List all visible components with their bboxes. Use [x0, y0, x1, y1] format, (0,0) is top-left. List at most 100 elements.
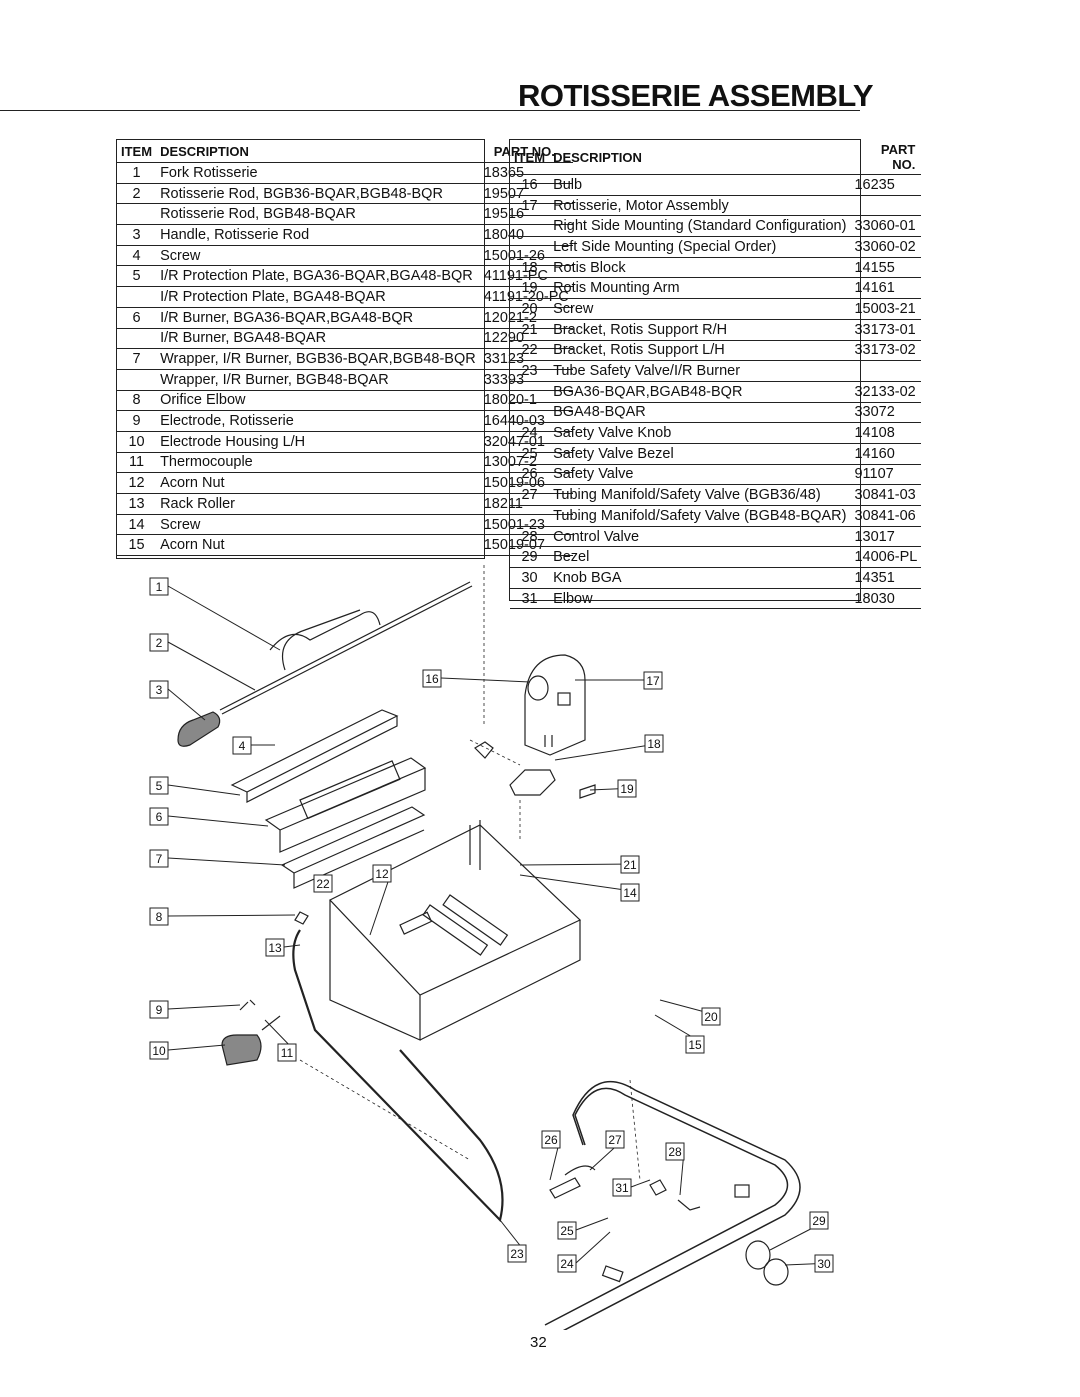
callout-box [541, 1130, 561, 1149]
rotisserie-rod [219, 581, 471, 711]
thermocouple [261, 1015, 281, 1031]
item-cell: 18 [510, 257, 550, 279]
description-cell: Electrode, Rotisserie [156, 410, 480, 432]
part-number-cell [850, 195, 922, 217]
callout-box [814, 1254, 834, 1273]
page-number: 32 [530, 1334, 547, 1351]
description-cell: Tubing Manifold/Safety Valve (BGB36/48) [549, 484, 851, 506]
description-cell: Rotisserie, Motor Assembly [549, 195, 851, 217]
item-cell: 19 [510, 277, 550, 300]
leader-line [167, 1004, 241, 1010]
callout-box [313, 874, 333, 893]
callout-label: 17 [646, 674, 660, 688]
part-number-cell: 33060-01 [850, 215, 922, 238]
leader-line [575, 1217, 609, 1231]
callout-label: 29 [812, 1214, 826, 1228]
part-number-cell [850, 360, 922, 382]
callout-7: 7 [149, 849, 286, 868]
description-cell: Rotis Mounting Arm [549, 277, 851, 300]
callout-box [620, 883, 640, 902]
part-number-cell: 14006-PL [850, 546, 922, 569]
rotisserie-fork [269, 611, 381, 651]
leader-line [167, 815, 269, 827]
callout-box [372, 864, 392, 883]
safety-valve [549, 1177, 581, 1199]
description-cell: Screw [156, 514, 480, 536]
leader-line [167, 914, 296, 917]
description-cell: Right Side Mounting (Standard Configurat… [549, 215, 851, 238]
part-number-cell: 32133-02 [850, 381, 922, 403]
elbow [649, 1179, 667, 1196]
callout-box [557, 1221, 577, 1240]
callout-label: 14 [623, 886, 637, 900]
part-number-cell: 13017 [850, 526, 922, 548]
bezel-bracket [734, 1184, 750, 1198]
callout-box [612, 1178, 632, 1197]
callout-label: 26 [544, 1133, 558, 1147]
callout-box [149, 807, 169, 826]
description-cell: I/R Protection Plate, BGA48-BQAR [156, 286, 480, 308]
description-cell: Rack Roller [156, 493, 480, 515]
callout-box [149, 577, 169, 596]
item-cell [117, 203, 157, 226]
item-cell: 7 [117, 348, 157, 370]
item-header: ITEM [510, 140, 550, 175]
callout-label: 24 [560, 1257, 574, 1271]
callout-1: 1 [149, 577, 281, 651]
item-cell: 27 [510, 484, 550, 506]
callout-box [149, 1041, 169, 1060]
item-cell: 6 [117, 307, 157, 329]
description-cell: Elbow [549, 588, 851, 610]
callout-26: 26 [541, 1130, 561, 1181]
callout-20: 20 [659, 999, 721, 1026]
callout-label: 18 [647, 737, 661, 751]
description-cell: BGA36-BQAR,BGAB48-BQR [549, 381, 851, 403]
description-cell: Bracket, Rotis Support L/H [549, 340, 851, 362]
leader-line [440, 677, 531, 683]
description-cell: Thermocouple [156, 452, 480, 474]
description-cell: Rotisserie Rod, BGB48-BQAR [156, 203, 480, 226]
callout-box [422, 669, 442, 688]
callout-box [149, 680, 169, 699]
callout-23: 23 [499, 1219, 527, 1263]
callout-label: 9 [156, 1003, 163, 1017]
callout-label: 31 [615, 1181, 629, 1195]
item-header: ITEM [117, 140, 157, 163]
leader-line [167, 585, 281, 651]
leader-line [283, 944, 301, 948]
grill-body-top [329, 824, 582, 996]
item-cell: 16 [510, 174, 550, 196]
description-cell: Knob BGA [549, 567, 851, 589]
description-cell: Acorn Nut [156, 534, 480, 557]
item-cell [510, 505, 550, 527]
callout-30: 30 [784, 1254, 834, 1273]
item-cell: 15 [117, 534, 157, 557]
callout-box [149, 907, 169, 926]
item-cell: 29 [510, 546, 550, 569]
item-cell: 30 [510, 567, 550, 589]
callout-18: 18 [554, 734, 664, 761]
rotisserie-motor [524, 654, 586, 756]
callout-label: 23 [510, 1247, 524, 1261]
description-cell: Safety Valve Bezel [549, 443, 851, 465]
callout-box [617, 779, 637, 798]
callout-label: 27 [608, 1133, 622, 1147]
description-cell: Left Side Mounting (Special Order) [549, 236, 851, 258]
item-cell: 3 [117, 224, 157, 246]
rotisserie-handle [177, 711, 221, 747]
callout-13: 13 [265, 938, 301, 957]
